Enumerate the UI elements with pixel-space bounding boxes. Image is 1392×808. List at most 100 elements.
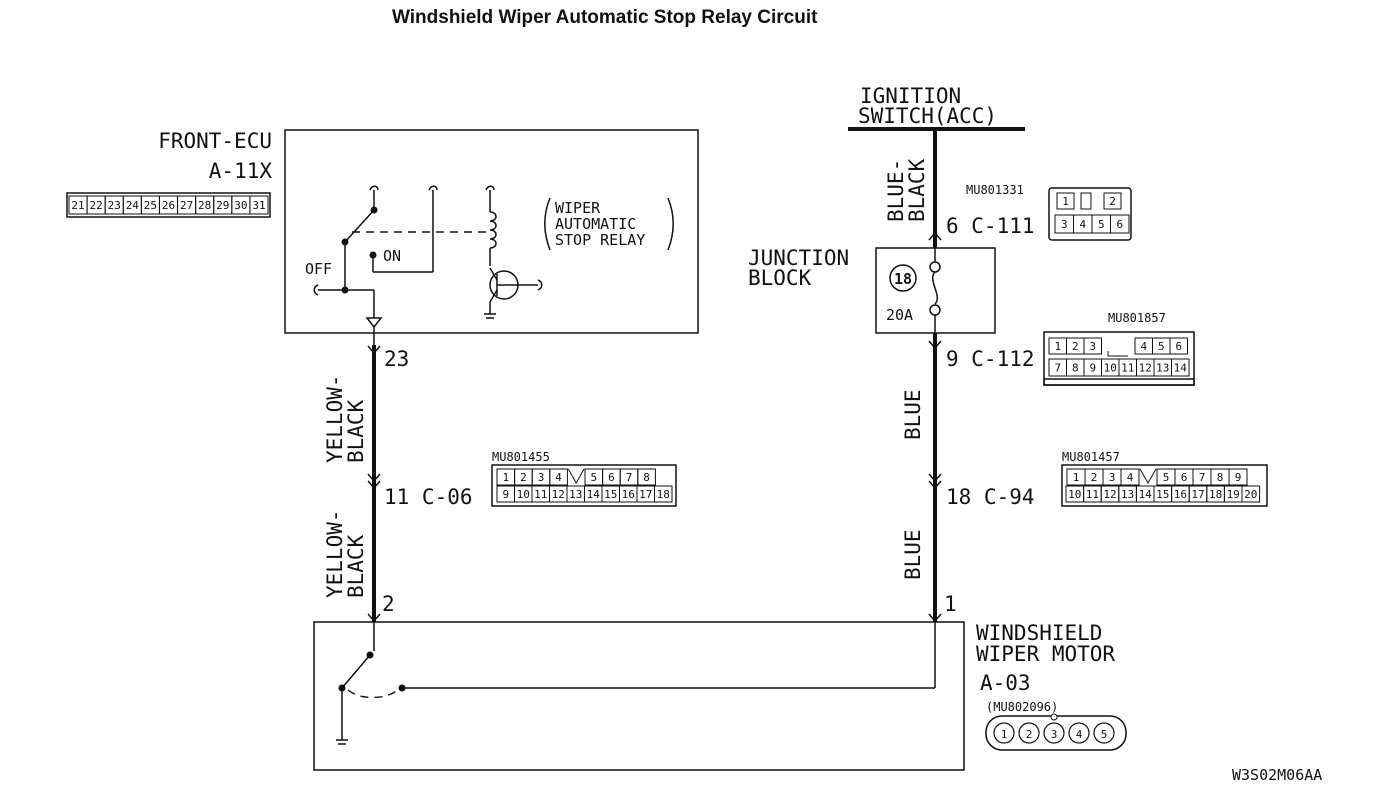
terminal-ecu-23: 23 <box>384 347 409 371</box>
connector-pin: 13 <box>1121 488 1134 501</box>
connector-pin: 14 <box>1139 488 1153 501</box>
connector-pin: 17 <box>1191 488 1204 501</box>
connector-pin: 19 <box>1227 488 1240 501</box>
wiper-motor-id: A-03 <box>980 671 1031 695</box>
ecu-pin: 29 <box>216 199 229 212</box>
connector-pin: 18 <box>657 488 670 501</box>
fuse-terminal-top <box>929 261 941 273</box>
motor-connector-part: (MU802096) <box>986 700 1058 714</box>
connector-pin: 14 <box>1174 362 1188 375</box>
relay-label: WIPER AUTOMATIC STOP RELAY <box>544 197 674 251</box>
connector-pin: 6 <box>1181 471 1188 484</box>
connector-pin: 1 <box>1073 471 1080 484</box>
relay-switch: OFF ON <box>305 185 490 345</box>
diagram-title: Windshield Wiper Automatic Stop Relay Ci… <box>392 7 818 28</box>
ignition-switch: IGNITION SWITCH(ACC) <box>848 84 1025 131</box>
relay-label-line2: AUTOMATIC <box>555 215 636 233</box>
junction-block-label-line1: JUNCTION <box>748 246 849 270</box>
connector-pin: 15 <box>1156 488 1169 501</box>
connector-pin: 4 <box>555 471 562 484</box>
connector-pin: 3 <box>1061 218 1068 231</box>
wire-label-right-top-2: BLACK <box>905 158 929 222</box>
fuse-number: 18 <box>894 270 912 288</box>
connector-pin: 2 <box>1072 340 1079 353</box>
connector-pin: 12 <box>1139 362 1152 375</box>
connector-pin: 4 <box>1079 218 1086 231</box>
ecu-pin: 26 <box>162 199 175 212</box>
connector-key <box>1139 468 1157 485</box>
ignition-label-line2: SWITCH(ACC) <box>858 104 997 128</box>
connector-pin: 4 <box>1127 471 1134 484</box>
right-wire-harness: 6 C-111 9 C-112 18 C-94 1 BLUE- BLACK BL… <box>884 129 1035 623</box>
connector-pin: 4 <box>1140 340 1147 353</box>
relay-label-line3: STOP RELAY <box>555 231 645 249</box>
ecu-pin: 30 <box>234 199 247 212</box>
terminal-c06: 11 C-06 <box>384 485 473 509</box>
connector-mu801457-part: MU801457 <box>1062 450 1120 464</box>
connector-pin: 11 <box>1086 488 1099 501</box>
connector-latch <box>1050 713 1058 721</box>
connector-key <box>567 468 585 485</box>
terminal-motor-1: 1 <box>944 592 957 616</box>
connector-pin: 8 <box>643 471 650 484</box>
ignition-label-line1: IGNITION <box>860 84 961 108</box>
motor-pin: 3 <box>1051 728 1058 741</box>
connector-pin: 9 <box>1089 362 1096 375</box>
ecu-pin: 28 <box>198 199 211 212</box>
off-label: OFF <box>305 260 332 278</box>
relay-label-line1: WIPER <box>555 199 601 217</box>
left-wire-harness: 23 11 C-06 2 YELLOW- BLACK YELLOW- BLACK <box>323 345 473 623</box>
wire-label-left-lower-2: BLACK <box>344 534 368 598</box>
connector-pin: 13 <box>569 488 582 501</box>
connector-pin: 6 <box>608 471 615 484</box>
motor-pin: 4 <box>1076 728 1083 741</box>
wire-label-left-lower-1: YELLOW- <box>323 509 347 598</box>
connector-pin: 5 <box>1158 340 1165 353</box>
connector-mu801857-part: MU801857 <box>1108 311 1166 325</box>
ecu-pin: 25 <box>144 199 157 212</box>
fuse-terminal-bottom <box>929 304 941 316</box>
connector-pin: 1 <box>1062 195 1069 208</box>
connector-pin: 2 <box>520 471 527 484</box>
connector-pin: 9 <box>1235 471 1242 484</box>
wire-label-right-top-1: BLUE- <box>884 159 908 222</box>
connector-pin: 10 <box>1068 488 1081 501</box>
front-ecu-name: FRONT-ECU <box>158 129 272 153</box>
wire-label-left-upper-1: YELLOW- <box>323 374 347 463</box>
connector-pin: 16 <box>1174 488 1187 501</box>
connector-key <box>1107 351 1128 357</box>
fuse-rating: 20A <box>886 306 913 324</box>
connector-key <box>1080 192 1092 210</box>
connector-pin: 10 <box>1104 362 1117 375</box>
terminal-motor-2: 2 <box>382 592 395 616</box>
terminal-c94: 18 C-94 <box>946 485 1035 509</box>
connector-pin: 1 <box>1054 340 1061 353</box>
connector-pin: 18 <box>1209 488 1222 501</box>
connector-pin: 12 <box>1103 488 1116 501</box>
wiper-motor-label-line1: WINDSHIELD <box>976 621 1102 645</box>
terminal-c112: 9 C-112 <box>946 347 1035 371</box>
connector-pin: 7 <box>1054 362 1061 375</box>
connector-pin: 20 <box>1244 488 1257 501</box>
connector-pin: 13 <box>1156 362 1169 375</box>
motor-pin: 2 <box>1026 728 1033 741</box>
connector-pin: 9 <box>502 488 509 501</box>
wire-label-right-middle: BLUE <box>901 389 925 440</box>
drawing-code: W3S02M06AA <box>1232 766 1322 784</box>
connector-pin: 11 <box>1121 362 1134 375</box>
connector-pin: 8 <box>1217 471 1224 484</box>
connector-pin: 5 <box>1163 471 1170 484</box>
connector-pin: 3 <box>1109 471 1116 484</box>
motor-pin: 1 <box>1001 728 1008 741</box>
connector-pin: 3 <box>538 471 545 484</box>
connector-pin: 5 <box>590 471 597 484</box>
junction-block-label-line2: BLOCK <box>748 266 812 290</box>
connector-mu801331-part: MU801331 <box>966 183 1024 197</box>
connector-pin: 8 <box>1072 362 1079 375</box>
